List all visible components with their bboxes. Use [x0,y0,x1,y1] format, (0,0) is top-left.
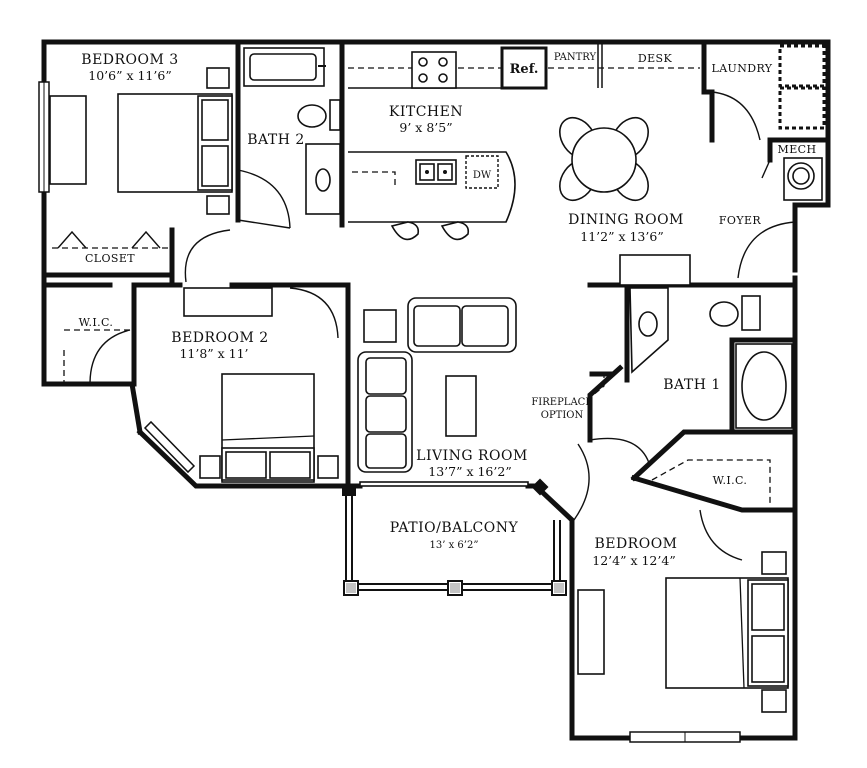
bedroom1-window [629,731,741,743]
patio-title: PATIO/BALCONY [390,520,519,536]
wic2-title: W.I.C. [79,316,114,329]
desk-label: DESK [638,52,673,65]
kitchen-dims: 9’ x 8’5” [399,120,452,135]
door-swings [184,169,796,561]
dining-title: DINING ROOM [568,212,684,228]
closet-doors [52,230,168,249]
dining-table [559,116,649,202]
bath2-title: BATH 2 [247,132,305,148]
laundry-title: LAUNDRY [712,62,773,75]
fireplace-label-2: OPTION [541,410,584,421]
dining-sideboard [619,254,691,286]
bath1-title: BATH 1 [663,377,721,393]
walls [41,39,831,741]
pantry-label: PANTRY [554,52,597,63]
closet-title: CLOSET [85,252,135,265]
kitchen-fixtures [348,44,700,241]
living-furniture [357,297,615,487]
foyer-title: FOYER [719,214,762,227]
bedroom3-dims: 10’6” x 11’6” [88,68,171,83]
living-title: LIVING ROOM [416,448,528,464]
bath2-fixtures [243,47,341,215]
dining-dims: 11’2” x 13’6” [580,229,663,244]
bath1-fixtures [629,287,793,429]
bedroom2-fixtures [63,287,339,483]
living-dims: 13’7” x 16’2” [428,464,511,479]
master-wic [651,459,771,506]
bedroom2-dims: 11’8” x 11’ [179,346,248,361]
bedroom1-dims: 12’4” x 12’4” [592,553,675,568]
mech-title: MECH [778,143,817,156]
master-bed [577,551,789,713]
kitchen-title: KITCHEN [389,104,463,120]
bedroom2-window [143,420,196,474]
bedroom3-window [38,81,87,193]
bedroom3-title: BEDROOM 3 [81,52,178,68]
bedroom2-title: BEDROOM 2 [171,330,268,346]
ref-label: Ref. [510,62,539,77]
wic1-title: W.I.C. [713,474,748,487]
dw-label: DW [473,170,492,181]
bedroom3-bed [117,67,233,215]
patio-railing [342,478,567,596]
bedroom1-title: BEDROOM [594,536,677,552]
fireplace-label-1: FIREPLACE [531,397,592,408]
laundry-fixtures [711,44,826,201]
patio-dims: 13’ x 6’2” [430,540,479,551]
